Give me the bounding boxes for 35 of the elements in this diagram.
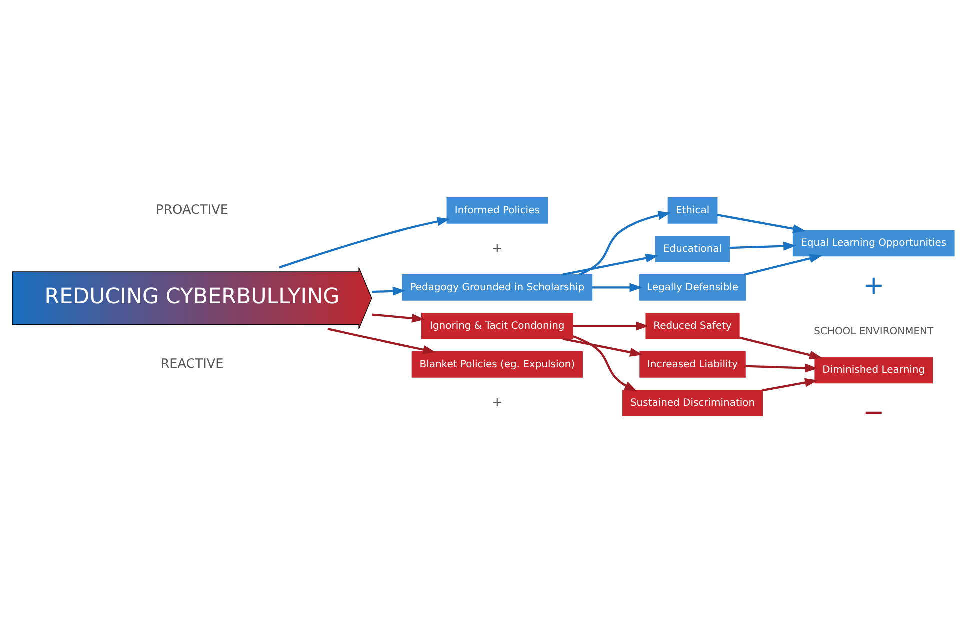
label: + <box>863 270 885 301</box>
arrow <box>372 314 425 323</box>
node-box: Legally Defensible <box>639 274 746 301</box>
node-box: Pedagogy Grounded in Scholarship <box>402 274 593 301</box>
arrow <box>730 242 796 251</box>
node-box: Ethical <box>668 198 718 224</box>
label: − <box>863 398 885 428</box>
arrow <box>762 378 818 392</box>
arrow <box>372 286 406 296</box>
node-box: Sustained Discrimination <box>622 390 763 416</box>
node-box: Ignoring & Tacit Condoning <box>421 313 574 340</box>
node-box: Reduced Safety <box>646 313 740 340</box>
node-box: Informed Policies <box>446 198 548 224</box>
node-box: Increased Liability <box>640 352 746 378</box>
arrow <box>746 364 818 373</box>
label: SCHOOL ENVIRONMENT <box>814 326 934 338</box>
label: + <box>492 241 503 256</box>
label: REACTIVE <box>160 356 224 372</box>
arrow <box>573 322 650 331</box>
arrow <box>279 217 450 269</box>
arrow <box>562 254 659 276</box>
label: + <box>492 395 503 410</box>
arrow <box>744 254 823 276</box>
arrow <box>328 328 436 354</box>
node-box: Diminished Learning <box>814 357 934 384</box>
node-box: Blanket Policies (eg. Expulsion) <box>412 352 583 378</box>
arrow <box>739 336 823 360</box>
node-box: Equal Learning Opportunities <box>792 230 955 257</box>
arrow <box>579 211 672 276</box>
arrow <box>562 338 643 357</box>
arrow <box>717 214 806 234</box>
label: PROACTIVE <box>156 202 228 218</box>
arrow <box>572 335 638 392</box>
arrow <box>592 283 643 292</box>
node-box: Educational <box>655 236 730 262</box>
